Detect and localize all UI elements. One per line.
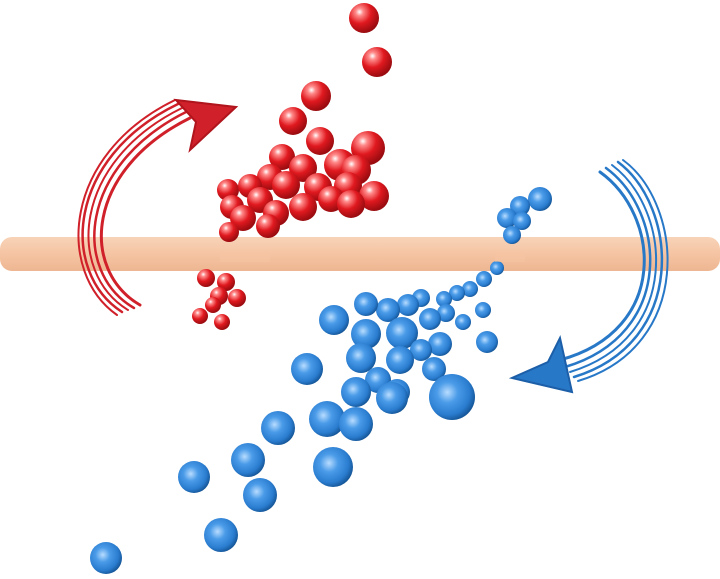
blue-arrow (558, 159, 669, 382)
blue-particle (410, 339, 432, 361)
red-particle (256, 214, 280, 238)
blue-particle (351, 319, 381, 349)
red-particle (359, 181, 389, 211)
membrane-pore (220, 252, 270, 262)
membrane-pore (495, 252, 525, 262)
red-particle (192, 308, 208, 324)
blue-particle (429, 374, 475, 420)
blue-particle (397, 294, 419, 316)
blue-particle (291, 353, 323, 385)
red-particle (337, 190, 365, 218)
blue-particle (510, 196, 530, 216)
blue-particle (528, 187, 552, 211)
blue-particle (339, 407, 373, 441)
red-particle (349, 3, 379, 33)
blue-particle (462, 281, 478, 297)
red-particle (301, 81, 331, 111)
blue-particle (386, 346, 414, 374)
blue-particle (261, 411, 295, 445)
red-particle (306, 127, 334, 155)
red-particle (279, 107, 307, 135)
red-particle (228, 289, 246, 307)
blue-particle (476, 271, 492, 287)
blue-particle (231, 443, 265, 477)
blue-particle (497, 208, 517, 228)
blue-particle (376, 382, 408, 414)
red-particle (214, 314, 230, 330)
membrane-bar (0, 237, 720, 271)
blue-particle (419, 308, 441, 330)
red-particle (289, 193, 317, 221)
blue-particle (503, 226, 521, 244)
blue-particle (178, 461, 210, 493)
blue-particle (346, 343, 376, 373)
blue-arrow-head (508, 335, 574, 394)
red-arrow-head (173, 98, 239, 153)
red-particle (230, 205, 256, 231)
blue-particle (422, 357, 446, 381)
red-particle (197, 269, 215, 287)
blue-particle (475, 302, 491, 318)
red-particle (362, 47, 392, 77)
blue-particle (437, 304, 455, 322)
blue-particle (449, 285, 465, 301)
red-particle (269, 144, 295, 170)
blue-particle (428, 332, 452, 356)
blue-particle (319, 305, 349, 335)
blue-particle (490, 261, 504, 275)
red-particle (217, 273, 235, 291)
blue-particle (313, 447, 353, 487)
red-particle (219, 222, 239, 242)
red-particle (289, 154, 317, 182)
blue-particle (341, 377, 371, 407)
blue-particle (513, 212, 531, 230)
blue-particle (243, 478, 277, 512)
blue-particle (376, 298, 400, 322)
red-arrow (77, 99, 192, 316)
blue-particle (309, 401, 345, 437)
membrane-overlap (220, 252, 525, 262)
red-particles (192, 3, 392, 330)
blue-particle (386, 317, 418, 349)
red-particle (205, 297, 221, 313)
blue-particle (436, 291, 452, 307)
blue-particle (455, 314, 471, 330)
blue-particle (90, 542, 122, 574)
red-particle (272, 171, 300, 199)
blue-particles (90, 187, 552, 574)
blue-particle (204, 518, 238, 552)
blue-particle (354, 292, 378, 316)
blue-particle (476, 331, 498, 353)
